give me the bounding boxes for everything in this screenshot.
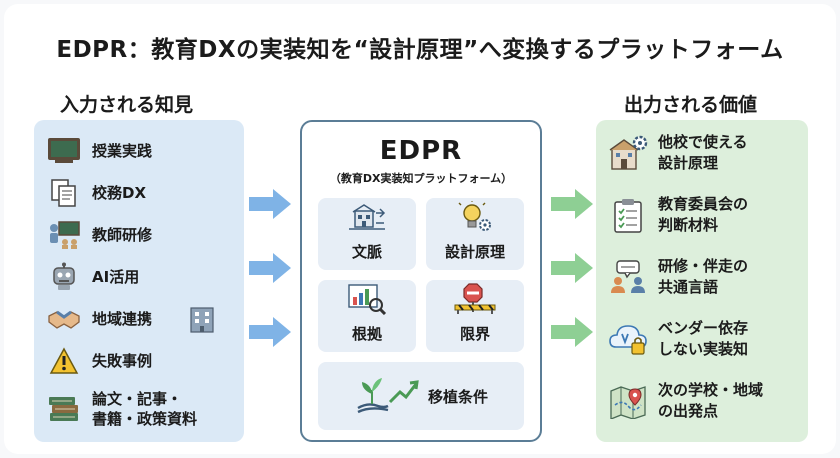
output-item-label: 研修・伴走の 共通言語	[658, 256, 748, 298]
outputs-heading: 出力される価値	[624, 94, 758, 116]
output-item-label-line2: の出発点	[658, 402, 719, 420]
output-item-label-line1: ベンダー依存	[658, 319, 749, 337]
lightbulb-gear-icon	[457, 200, 493, 237]
output-item-label-line2: 共通言語	[658, 278, 719, 296]
output-item-label-line2: 設計原理	[658, 154, 719, 172]
output-item-label-line1: 他校で使える	[658, 133, 748, 151]
tile-transfer-conditions: 移植条件	[318, 362, 524, 430]
output-item-starting-point: 次の学校・地域 の出発点	[608, 380, 804, 422]
chalkboard-icon	[46, 135, 82, 167]
input-item-teacher-training: 教師研修	[46, 218, 236, 252]
inputs-panel: 授業実践 校務DX 教師研修 AI活用 地域連携 失敗事例	[34, 120, 244, 442]
warning-icon	[46, 345, 82, 377]
output-arrow	[551, 189, 593, 219]
platform-title: EDPR	[379, 136, 463, 166]
building-icon	[188, 304, 216, 338]
input-item-label: 校務DX	[92, 184, 147, 202]
tile-label: 文脈	[351, 243, 382, 261]
input-item-ai-use: AI活用	[46, 260, 236, 294]
input-item-label: 論文・記事・ 書籍・政策資料	[92, 389, 197, 429]
clipboard-icon	[608, 196, 648, 234]
outputs-panel: 他校で使える 設計原理 教育委員会の 判断材料 研修・伴走の 共通言語 ベンダー…	[596, 120, 808, 442]
input-item-lesson-practice: 授業実践	[46, 134, 236, 168]
input-item-label: 授業実践	[92, 142, 153, 160]
school-context-icon	[347, 203, 387, 237]
platform-panel: EDPR （教育DX実装知プラットフォーム） 文脈 設計原理 根拠 限界 移植条…	[300, 120, 542, 442]
school-gear-icon	[608, 134, 648, 172]
tile-context: 文脈	[318, 198, 416, 270]
tile-label: 設計原理	[444, 243, 505, 261]
output-item-label-line2: しない実装知	[658, 340, 749, 358]
output-arrow	[551, 253, 593, 283]
output-item-vendor-independent: ベンダー依存 しない実装知	[608, 318, 804, 360]
conversation-icon	[608, 258, 648, 296]
diagram-title: EDPR：教育DXの実装知を“設計原理”へ変換するプラットフォーム	[56, 37, 784, 63]
tile-label: 移植条件	[427, 387, 488, 406]
tile-label: 根拠	[351, 325, 382, 343]
output-item-label-line2: 判断材料	[658, 216, 719, 234]
tile-limits: 限界	[426, 280, 524, 352]
input-item-regional-collab: 地域連携	[46, 302, 236, 336]
input-item-school-dx: 校務DX	[46, 176, 236, 210]
output-item-design-principle: 他校で使える 設計原理	[608, 132, 804, 174]
plant-growth-icon	[354, 372, 420, 420]
tile-label: 限界	[459, 325, 490, 343]
tile-design-principle: 設計原理	[426, 198, 524, 270]
input-item-literature: 論文・記事・ 書籍・政策資料	[46, 386, 236, 432]
input-item-label: 教師研修	[92, 226, 153, 244]
inputs-heading: 入力される知見	[60, 94, 194, 116]
documents-icon	[46, 177, 82, 209]
input-arrow	[249, 189, 291, 219]
tile-evidence: 根拠	[318, 280, 416, 352]
output-item-label-line1: 教育委員会の	[658, 195, 749, 213]
books-icon	[46, 393, 82, 425]
input-arrow	[249, 317, 291, 347]
platform-subtitle: （教育DX実装知プラットフォーム）	[329, 172, 513, 185]
output-item-label: 次の学校・地域 の出発点	[658, 380, 763, 422]
output-item-common-language: 研修・伴走の 共通言語	[608, 256, 804, 298]
chart-magnifier-icon	[347, 283, 387, 319]
input-item-label: AI活用	[92, 268, 140, 286]
input-item-label: 地域連携	[92, 310, 153, 328]
training-icon	[46, 219, 82, 251]
input-item-label-line1: 論文・記事・	[92, 390, 183, 408]
map-pin-icon	[608, 382, 648, 420]
stop-barrier-icon	[453, 283, 497, 319]
input-arrow	[249, 253, 291, 283]
input-item-label: 失敗事例	[92, 352, 153, 370]
robot-icon	[46, 261, 82, 293]
input-item-label-line2: 書籍・政策資料	[92, 410, 198, 428]
input-item-failure-cases: 失敗事例	[46, 344, 236, 378]
output-item-label: ベンダー依存 しない実装知	[658, 318, 748, 360]
output-item-label: 他校で使える 設計原理	[658, 132, 748, 174]
output-item-label-line1: 次の学校・地域	[658, 381, 764, 399]
output-arrow	[551, 317, 593, 347]
output-item-label: 教育委員会の 判断材料	[658, 194, 748, 236]
cloud-lock-icon	[608, 320, 648, 358]
output-item-board-decision: 教育委員会の 判断材料	[608, 194, 804, 236]
output-item-label-line1: 研修・伴走の	[658, 257, 749, 275]
handshake-icon	[46, 303, 82, 335]
